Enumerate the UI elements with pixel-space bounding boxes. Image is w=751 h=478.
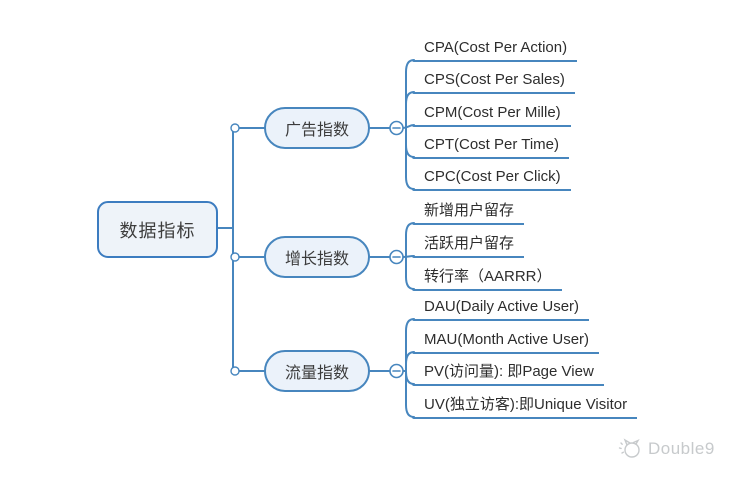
leaf-node-cpc[interactable]: CPC(Cost Per Click) [412, 165, 571, 191]
junction-dot-branch1 [230, 123, 240, 133]
leaf-node-active-user-retention[interactable]: 活跃用户留存 [412, 232, 525, 258]
leaf-node-new-user-retention[interactable]: 新增用户留存 [412, 199, 525, 225]
branch-node-growth[interactable]: 增长指数 [264, 236, 370, 278]
root-node[interactable]: 数据指标 [97, 201, 218, 258]
leaf-node-pv[interactable]: PV(访问量): 即Page View [412, 360, 604, 386]
leaf-node-conversion-aarrr[interactable]: 转行率（AARRR） [412, 265, 562, 291]
collapse-button-branch3[interactable] [389, 363, 404, 379]
collapse-button-branch2[interactable] [389, 249, 404, 265]
watermark: Double9 [617, 437, 715, 461]
leaf-node-dau[interactable]: DAU(Daily Active User) [412, 295, 590, 321]
leaf-node-cps[interactable]: CPS(Cost Per Sales) [412, 68, 575, 94]
watermark-label: Double9 [648, 439, 715, 458]
leaf-node-cpt[interactable]: CPT(Cost Per Time) [412, 133, 570, 159]
branch-node-advertising[interactable]: 广告指数 [264, 107, 370, 149]
junction-dot-branch2 [230, 252, 240, 262]
collapse-button-branch1[interactable] [389, 120, 404, 136]
cat-logo-icon [618, 438, 640, 458]
branch-node-traffic[interactable]: 流量指数 [264, 350, 370, 392]
junction-dot-branch3 [230, 366, 240, 376]
leaf-node-cpm[interactable]: CPM(Cost Per Mille) [412, 101, 571, 127]
leaf-node-uv[interactable]: UV(独立访客):即Unique Visitor [412, 393, 638, 419]
leaf-node-cpa[interactable]: CPA(Cost Per Action) [412, 36, 578, 62]
leaf-node-mau[interactable]: MAU(Month Active User) [412, 328, 600, 354]
